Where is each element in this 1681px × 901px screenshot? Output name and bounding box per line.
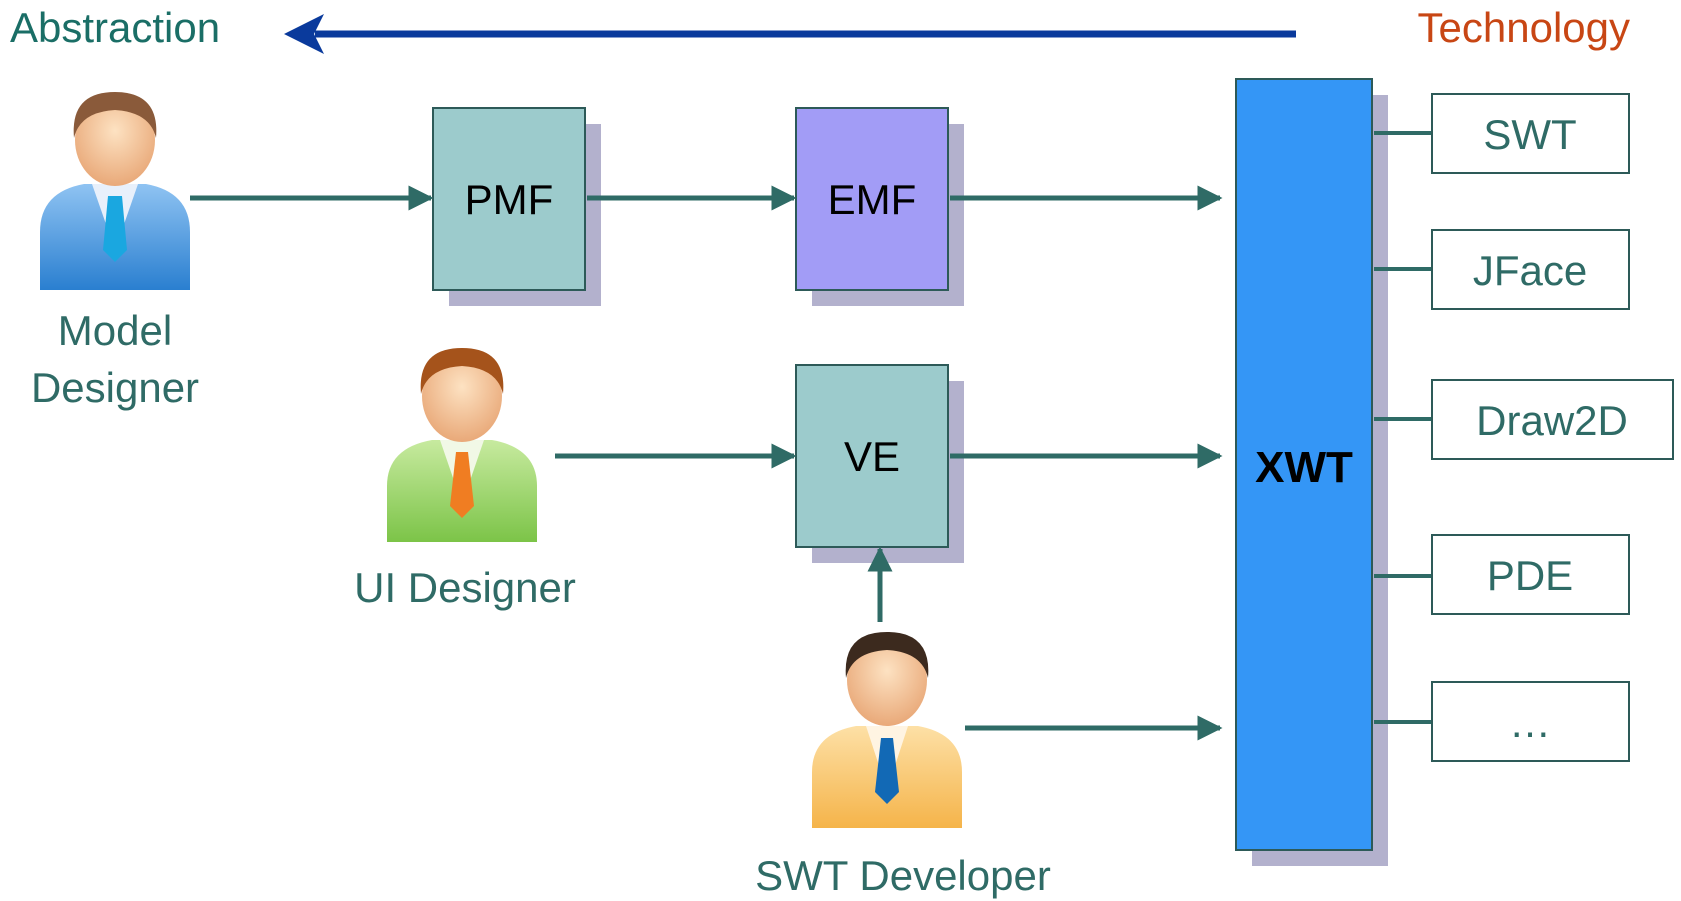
model-designer-icon [40, 92, 190, 290]
technology-label-more: … [1509, 699, 1551, 746]
emf-label: EMF [828, 176, 917, 223]
technology-box-swt [1431, 93, 1630, 174]
technology-connectors [1374, 131, 1432, 724]
model-designer-label-line2: Designer [31, 364, 199, 411]
model-designer-label-line1: Model [58, 307, 172, 354]
technology-label: Technology [1418, 4, 1630, 51]
ve-box [795, 364, 949, 548]
technology-item: PDE [1431, 534, 1630, 615]
technology-label-draw2d: Draw2D [1476, 397, 1628, 444]
abstraction-label: Abstraction [10, 4, 220, 51]
technology-box-pde [1431, 534, 1630, 615]
pmf-label: PMF [465, 176, 554, 223]
technology-item: JFace [1431, 229, 1630, 310]
ui-designer-label: UI Designer [354, 564, 576, 611]
ui-designer-icon [387, 348, 537, 542]
xwt-label: XWT [1255, 443, 1353, 492]
emf-box [795, 107, 949, 291]
technology-item: Draw2D [1431, 379, 1674, 460]
technology-label-swt: SWT [1483, 111, 1576, 158]
abstraction-arrow [284, 14, 1296, 54]
technology-box-more [1431, 681, 1630, 762]
swt-developer-icon [812, 632, 962, 828]
technology-box-draw2d [1431, 379, 1674, 460]
pmf-box [432, 107, 586, 291]
technology-box-jface [1431, 229, 1630, 310]
ve-label: VE [844, 433, 900, 480]
technology-item: SWT [1431, 93, 1630, 174]
flow-arrows [190, 185, 1223, 741]
xwt-box [1235, 78, 1373, 851]
technology-label-pde: PDE [1487, 552, 1573, 599]
technology-item: … [1431, 681, 1630, 762]
swt-developer-label: SWT Developer [755, 852, 1051, 899]
technology-label-jface: JFace [1473, 247, 1587, 294]
